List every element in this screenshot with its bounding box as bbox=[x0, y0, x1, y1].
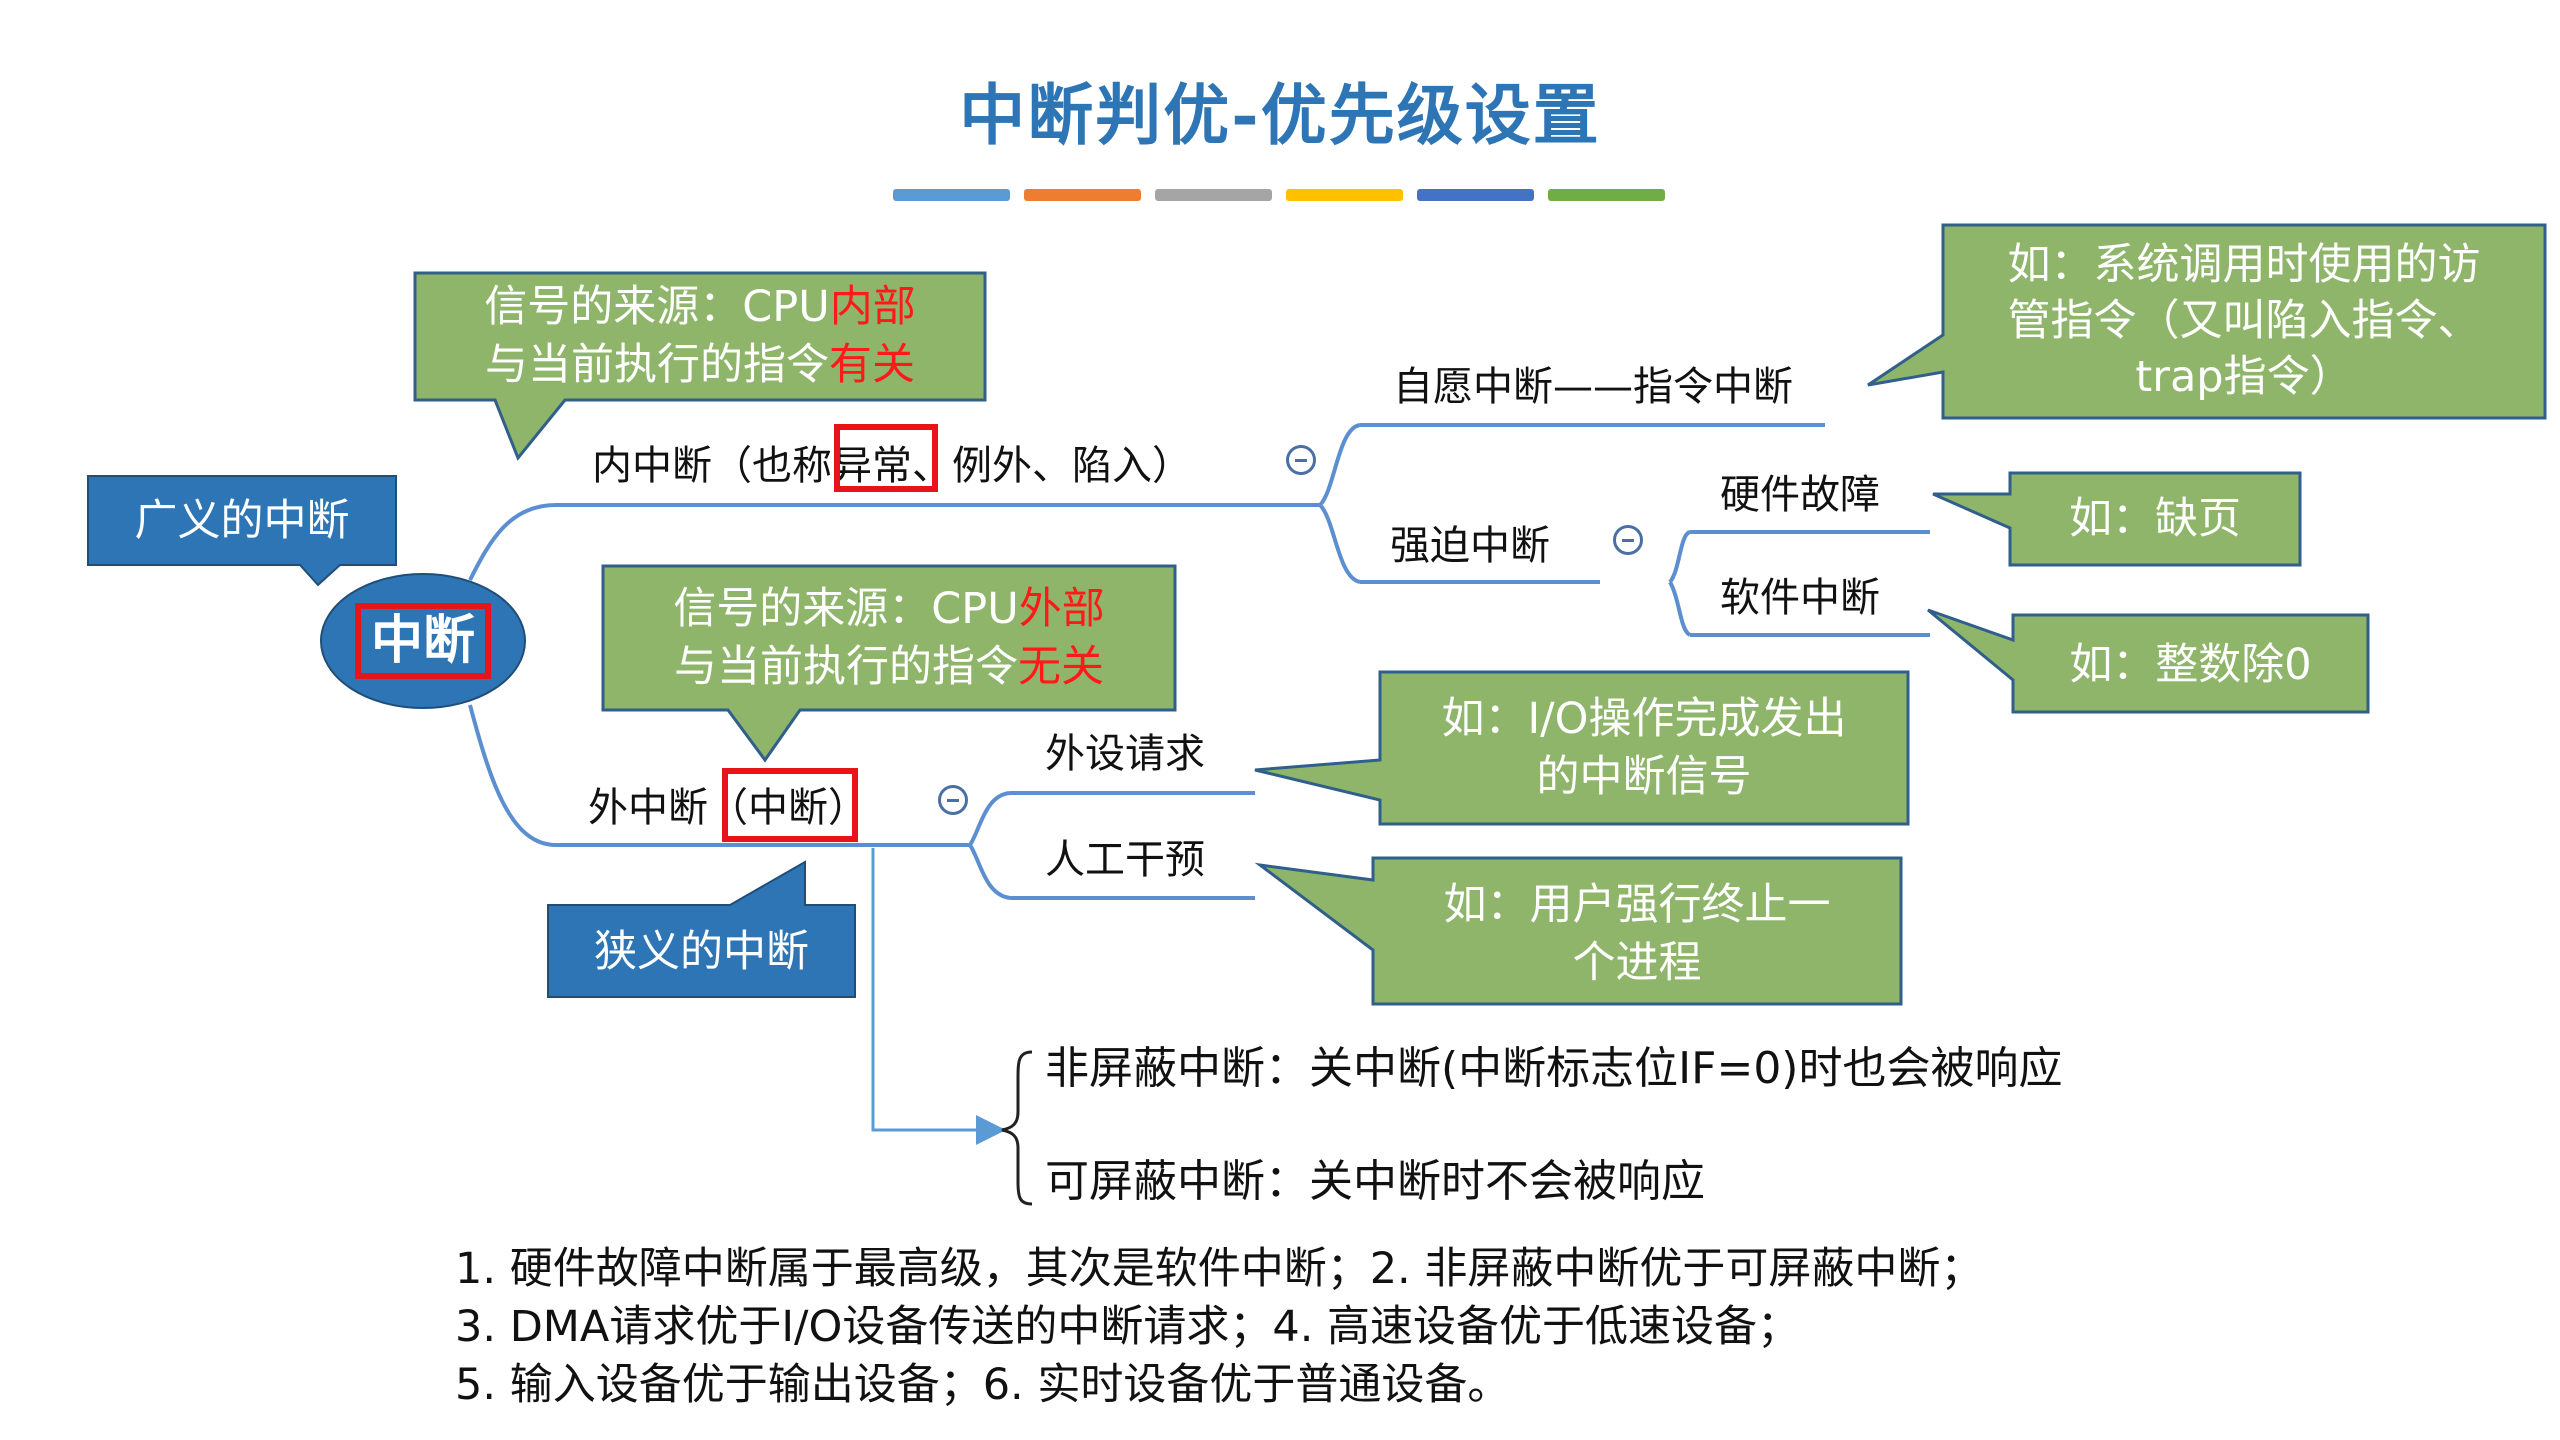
callout-internal-source bbox=[413, 271, 987, 461]
device-example-text: 如：I/O操作完成发出 的中断信号 bbox=[1441, 694, 1847, 802]
root-node: 中断 bbox=[355, 603, 491, 679]
callout-software-example bbox=[1927, 608, 2370, 714]
title-underline-4 bbox=[1286, 189, 1403, 201]
priority-notes: 1. 硬件故障中断属于最高级，其次是软件中断；2. 非屏蔽中断优于可屏蔽中断； … bbox=[455, 1240, 1983, 1414]
hardware-example-text: 如：缺页 bbox=[2069, 494, 2241, 544]
external-collapse-toggle[interactable] bbox=[938, 785, 968, 815]
manual-example-text: 如：用户强行终止一 个进程 bbox=[1443, 880, 1831, 988]
root-label: 中断 bbox=[370, 611, 475, 671]
title-underline-1 bbox=[893, 189, 1010, 201]
maskable-note: 可屏蔽中断：关中断时不会被响应 bbox=[1045, 1156, 1705, 1207]
external-highlight-box bbox=[722, 768, 858, 842]
non-maskable-note: 非屏蔽中断：关中断(中断标志位IF=0)时也会被响应 bbox=[1045, 1043, 2063, 1094]
narrow-interrupt-label: 狭义的中断 bbox=[594, 927, 809, 977]
internal-source-text: 信号的来源：CPU内部 与当前执行的指令有关 bbox=[484, 282, 916, 390]
voluntary-example-text: 如：系统调用时使用的访 管指令（又叫陷入指令、 trap指令） bbox=[2007, 240, 2481, 402]
internal-interrupt-node: 内中断（也称异常、例外、陷入） bbox=[592, 443, 1192, 489]
callout-voluntary-example bbox=[1867, 223, 2547, 420]
forced-interrupt-node: 强迫中断 bbox=[1390, 523, 1550, 569]
broad-interrupt-label: 广义的中断 bbox=[134, 496, 350, 546]
page-title: 中断判优-优先级设置 bbox=[959, 76, 1601, 154]
software-example-text: 如：整数除0 bbox=[2069, 640, 2312, 690]
external-interrupt-node: 外中断（中断） bbox=[588, 785, 868, 831]
internal-highlight: 异常 bbox=[832, 443, 912, 489]
title-underline-2 bbox=[1024, 189, 1141, 201]
callout-hardware-example bbox=[1932, 471, 2302, 567]
callout-narrow-interrupt bbox=[547, 860, 856, 998]
internal-collapse-toggle[interactable] bbox=[1286, 445, 1316, 475]
priority-note-3: 5. 输入设备优于输出设备；6. 实时设备优于普通设备。 bbox=[455, 1360, 1511, 1410]
priority-note-2: 3. DMA请求优于I/O设备传送的中断请求；4. 高速设备优于低速设备； bbox=[455, 1302, 1801, 1352]
forced-collapse-toggle[interactable] bbox=[1613, 525, 1643, 555]
callout-broad-interrupt bbox=[87, 475, 397, 587]
software-interrupt-node: 软件中断 bbox=[1720, 575, 1880, 621]
external-source-text: 信号的来源：CPU外部 与当前执行的指令无关 bbox=[673, 584, 1105, 692]
external-highlight: （中断 bbox=[708, 785, 828, 831]
callout-device-example bbox=[1254, 670, 1910, 826]
priority-note-1: 1. 硬件故障中断属于最高级，其次是软件中断；2. 非屏蔽中断优于可屏蔽中断； bbox=[455, 1244, 1984, 1294]
title-underline-6 bbox=[1548, 189, 1665, 201]
title-underline-5 bbox=[1417, 189, 1534, 201]
callout-manual-example bbox=[1254, 856, 1903, 1006]
manual-intervention-node: 人工干预 bbox=[1045, 837, 1205, 883]
title-underline-3 bbox=[1155, 189, 1272, 201]
hardware-fault-node: 硬件故障 bbox=[1720, 472, 1880, 518]
internal-highlight-box bbox=[834, 424, 938, 492]
device-request-node: 外设请求 bbox=[1045, 731, 1205, 777]
callout-external-source bbox=[601, 564, 1177, 763]
voluntary-interrupt-node: 自愿中断——指令中断 bbox=[1393, 364, 1793, 410]
